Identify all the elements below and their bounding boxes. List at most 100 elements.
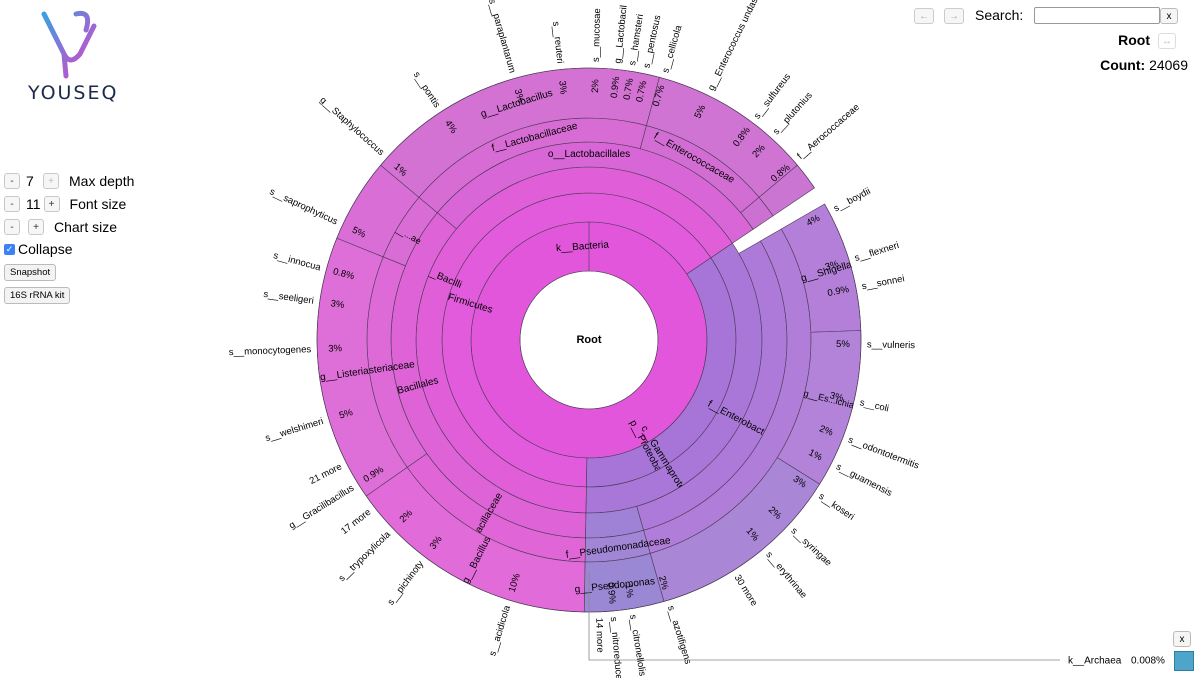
species-percent-12: 3% — [824, 258, 841, 273]
species-label-7: g__Enterococcus undas — [706, 0, 761, 93]
search-input[interactable] — [1034, 7, 1160, 24]
species-label-26: s__acidicola — [487, 604, 513, 658]
species-label-21: 30 more — [732, 573, 760, 608]
chart-size-decrease-button[interactable]: - — [4, 219, 20, 235]
species-percent-36: 5% — [350, 225, 368, 241]
species-wedge-14[interactable] — [824, 203, 856, 284]
youseq-logo — [41, 10, 97, 79]
species-percent-2: 2% — [590, 79, 601, 94]
species-label-36: s__saprophyticus — [268, 186, 340, 227]
species-label-35: s__innocua — [272, 250, 322, 273]
collapse-control: ✓ Collapse — [4, 241, 72, 257]
species-percent-26: 10% — [507, 572, 523, 594]
root-label: Root — [576, 334, 601, 346]
brand-name: YOUSEQ — [28, 82, 119, 104]
species-label-11: s__boydii — [832, 186, 873, 215]
species-percent-16: 2% — [818, 423, 835, 438]
species-wedge-15[interactable] — [854, 283, 862, 331]
species-wedge-0[interactable] — [386, 521, 585, 613]
font-size-control: - 11 + Font size — [4, 196, 126, 212]
max-depth-label: Max depth — [69, 173, 135, 189]
species-percent-1: 3% — [556, 80, 568, 95]
species-percent-14: 5% — [836, 339, 850, 350]
species-label-20: s__erythrinae — [763, 549, 808, 600]
species-label-29: 17 more — [339, 507, 373, 537]
species-label-31: 21 more — [308, 461, 344, 487]
species-label-18: s__koseri — [816, 491, 856, 523]
focus-node-name: Root — [1118, 32, 1150, 48]
chart-size-control: - + Chart size — [4, 219, 117, 235]
archaea-leader-line — [588, 572, 1060, 661]
species-label-27: s__pichinoty — [386, 559, 427, 608]
species-label-25: 14 more — [593, 618, 605, 653]
max-depth-decrease-button[interactable]: - — [4, 173, 20, 189]
species-wedge-17[interactable] — [824, 423, 848, 477]
font-size-label: Font size — [69, 196, 127, 212]
label-lactobacillales: o__Lactobacillales — [548, 149, 630, 160]
max-depth-control: - 7 + Max depth — [4, 173, 134, 189]
forward-arrow-icon[interactable]: → — [944, 8, 964, 24]
species-label-22: s__azotifigens — [665, 604, 693, 666]
species-label-32: s__welshimeri — [264, 416, 325, 444]
species-label-13: s__sonnei — [861, 273, 906, 292]
species-label-14: s__vulneris — [867, 339, 915, 351]
dataset-selector[interactable]: 16S rRNA kit — [4, 287, 71, 304]
max-depth-value: 7 — [26, 173, 34, 189]
font-size-increase-button[interactable]: + — [43, 196, 60, 212]
font-size-decrease-button[interactable]: - — [4, 196, 20, 212]
species-label-10: f__Aerococcaceae — [795, 102, 862, 162]
species-percent-32: 5% — [338, 407, 355, 422]
count-label: Count: — [1100, 57, 1146, 73]
species-label-6: s__cellicola — [660, 23, 684, 74]
species-label-33: s__monocytogenes — [229, 344, 312, 358]
collapse-label: Collapse — [18, 241, 73, 257]
species-label-2: s__mucosae — [591, 8, 603, 62]
search-label: Search: — [975, 7, 1024, 23]
species-label-24: s__nitroreduce — [608, 616, 624, 678]
back-arrow-icon[interactable]: ← — [914, 8, 934, 24]
search-clear-button[interactable]: x — [1160, 8, 1178, 24]
species-percent-0: 3% — [512, 88, 527, 105]
label-bacteria: k__Bacteria — [556, 240, 610, 255]
species-label-0: s__paraplantarum — [486, 0, 518, 74]
species-wedge-3[interactable] — [316, 349, 322, 388]
chart-size-label: Chart size — [54, 219, 118, 235]
archaea-label: k__Archaea — [1068, 656, 1122, 667]
species-percent-15: 3% — [829, 390, 845, 404]
font-size-value: 11 — [26, 196, 41, 212]
species-label-16: s__odontotermitis — [847, 435, 921, 472]
species-label-3: g__Lactobacil — [613, 5, 630, 64]
species-percent-33: 3% — [328, 343, 343, 354]
species-percent-3: 0.9% — [609, 76, 622, 99]
species-percent-22: 2% — [656, 575, 671, 592]
species-percent-4: 0.7% — [622, 77, 636, 101]
collapse-checkbox[interactable]: ✓ — [4, 243, 15, 255]
species-percent-34: 3% — [330, 298, 346, 311]
species-wedge-21[interactable] — [584, 601, 665, 613]
species-label-1: s__reuteri — [550, 21, 565, 64]
species-wedge-5[interactable] — [324, 203, 354, 275]
species-label-23: s__citronellolis — [627, 614, 648, 678]
count-readout: Count: 24069 — [1100, 57, 1188, 73]
species-label-19: s__syringae — [789, 526, 834, 569]
archaea-color-swatch — [1174, 651, 1194, 671]
species-wedge-9[interactable] — [452, 76, 519, 105]
species-label-12: s__flexneri — [853, 240, 900, 264]
species-percent-24: 0.9% — [605, 582, 618, 605]
species-label-37: g__Staphylococcus — [317, 95, 386, 158]
hide-outlier-button[interactable]: x — [1173, 631, 1191, 647]
chart-size-increase-button[interactable]: + — [28, 219, 44, 235]
species-percent-13: 0.9% — [827, 284, 851, 299]
snapshot-button[interactable]: Snapshot — [4, 264, 57, 281]
species-label-38: s__pontis — [411, 70, 443, 110]
species-percent-5: 0.7% — [634, 79, 649, 103]
expand-arrows-icon[interactable]: ↔ — [1158, 33, 1176, 49]
species-label-34: s__seeligeri — [263, 289, 315, 307]
count-value: 24069 — [1149, 57, 1188, 73]
species-percent-23: 1% — [622, 583, 635, 599]
species-label-15: s__coli — [859, 397, 890, 414]
max-depth-increase-button[interactable]: + — [43, 173, 59, 189]
archaea-percent: 0.008% — [1131, 656, 1165, 667]
species-label-17: s__guamensis — [834, 461, 894, 499]
